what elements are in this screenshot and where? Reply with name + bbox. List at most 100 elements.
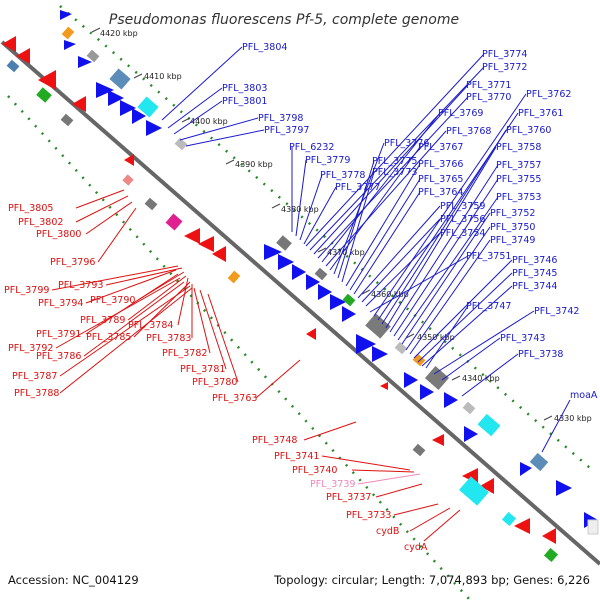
gene-label[interactable]: PFL_3764 xyxy=(418,187,463,198)
gene-arrow xyxy=(64,40,76,50)
gene-label[interactable]: PFL_3740 xyxy=(292,465,337,476)
gene-label[interactable]: PFL_3763 xyxy=(212,393,257,404)
kbp-tick-label: 4390 kbp xyxy=(235,160,273,169)
gene-label[interactable]: PFL_3790 xyxy=(90,295,135,306)
gene-label[interactable]: PFL_3777 xyxy=(335,182,380,193)
gene-label[interactable]: PFL_3750 xyxy=(490,222,535,233)
gene-label[interactable]: PFL_3759 xyxy=(440,201,485,212)
gene-label[interactable]: PFL_3786 xyxy=(36,351,81,362)
gene-label[interactable]: PFL_3783 xyxy=(146,333,191,344)
gene-label[interactable]: PFL_3792 xyxy=(8,343,53,354)
gene-label[interactable]: PFL_3788 xyxy=(14,388,59,399)
gene-label-highlighted[interactable]: PFL_3739 xyxy=(310,479,355,490)
gene-label[interactable]: PFL_3802 xyxy=(18,217,63,228)
gene-label[interactable]: PFL_3779 xyxy=(305,155,350,166)
gene-label[interactable]: PFL_3742 xyxy=(534,306,579,317)
feature-block xyxy=(459,476,489,506)
gene-label[interactable]: PFL_3767 xyxy=(418,142,463,153)
gene-label[interactable]: PFL_3754 xyxy=(440,228,485,239)
accession-text: Accession: NC_004129 xyxy=(8,573,139,587)
gene-label[interactable]: PFL_3770 xyxy=(466,92,511,103)
gene-label[interactable]: PFL_3768 xyxy=(446,126,491,137)
feature-block xyxy=(122,174,134,186)
highlight-callout xyxy=(357,473,421,485)
gene-label[interactable]: PFL_3798 xyxy=(258,113,303,124)
gene-label[interactable]: PFL_3780 xyxy=(192,377,237,388)
gene-arrow xyxy=(96,82,114,98)
gene-label[interactable]: PFL_3803 xyxy=(222,83,267,94)
gene-label[interactable]: PFL_3791 xyxy=(36,329,81,340)
feature-block xyxy=(165,213,183,231)
gene-label[interactable]: PFL_3752 xyxy=(490,208,535,219)
gene-label[interactable]: PFL_3758 xyxy=(496,142,541,153)
gene-label[interactable]: moaA xyxy=(570,390,598,401)
gene-label[interactable]: PFL_3805 xyxy=(8,203,53,214)
gene-label[interactable]: PFL_3746 xyxy=(512,255,557,266)
gene-label[interactable]: PFL_3753 xyxy=(496,192,541,203)
feature-block xyxy=(424,366,450,390)
gene-label[interactable]: PFL_3794 xyxy=(38,298,83,309)
gene-label[interactable]: PFL_3762 xyxy=(526,89,571,100)
gene-label[interactable]: PFL_3787 xyxy=(12,371,57,382)
feature-block xyxy=(137,96,159,118)
feature-block xyxy=(109,68,131,90)
gene-label[interactable]: PFL_3774 xyxy=(482,49,527,60)
gene-label[interactable]: PFL_3800 xyxy=(36,229,81,240)
gene-label[interactable]: PFL_3756 xyxy=(440,214,485,225)
gene-label[interactable]: PFL_3738 xyxy=(518,349,563,360)
kbp-tick-label: 4330 kbp xyxy=(554,414,592,423)
kbp-tick-label: 4360 kbp xyxy=(371,290,409,299)
gene-label[interactable]: PFL_3744 xyxy=(512,281,557,292)
gene-arrow xyxy=(108,90,124,106)
gene-label[interactable]: cydB xyxy=(376,526,399,537)
gene-arrow xyxy=(330,294,346,310)
gene-label[interactable]: PFL_3755 xyxy=(496,174,541,185)
gene-arrow xyxy=(480,478,494,494)
gene-label[interactable]: PFL_3793 xyxy=(58,280,103,291)
gene-label[interactable]: PFL_3741 xyxy=(274,451,319,462)
feature-block xyxy=(60,113,74,127)
gene-label[interactable]: PFL_3784 xyxy=(128,320,173,331)
gene-label[interactable]: PFL_3749 xyxy=(490,235,535,246)
feature-block xyxy=(6,59,20,73)
gene-label[interactable]: PFL_3804 xyxy=(242,42,287,53)
gene-label[interactable]: PFL_3760 xyxy=(506,125,551,136)
gene-arrow xyxy=(556,480,572,496)
gene-label[interactable]: PFL_3745 xyxy=(512,268,557,279)
gene-label[interactable]: PFL_3799 xyxy=(4,285,49,296)
gene-label[interactable]: PFL_3765 xyxy=(418,174,463,185)
gene-label[interactable]: PFL_3775 xyxy=(372,156,417,167)
gene-label[interactable]: PFL_3748 xyxy=(252,435,297,446)
kbp-tick-label: 4350 kbp xyxy=(417,333,455,342)
gene-label[interactable]: PFL_3766 xyxy=(418,159,463,170)
gene-label[interactable]: PFL_3796 xyxy=(50,257,95,268)
gene-arrow xyxy=(404,372,418,388)
gene-label[interactable]: PFL_3743 xyxy=(500,333,545,344)
gene-label[interactable]: PFL_3773 xyxy=(372,167,417,178)
feature-block xyxy=(365,313,391,339)
gene-label[interactable]: PFL_3757 xyxy=(496,160,541,171)
gene-label[interactable]: PFL_3761 xyxy=(518,108,563,119)
gene-label[interactable]: PFL_3801 xyxy=(222,96,267,107)
gene-label[interactable]: PFL_3797 xyxy=(264,125,309,136)
feature-block xyxy=(144,197,158,211)
feature-block xyxy=(543,547,559,563)
gene-label[interactable]: PFL_3751 xyxy=(466,251,511,262)
gene-label[interactable]: PFL_3776 xyxy=(384,138,429,149)
gene-label[interactable]: PFL_3778 xyxy=(320,170,365,181)
gene-label[interactable]: PFL_3789 xyxy=(80,315,125,326)
gene-label[interactable]: PFL_6232 xyxy=(289,142,334,153)
gene-label[interactable]: PFL_3772 xyxy=(482,62,527,73)
gene-label[interactable]: cydA xyxy=(404,542,428,553)
gene-label[interactable]: PFL_3771 xyxy=(466,80,511,91)
gene-label[interactable]: PFL_3785 xyxy=(86,332,131,343)
gene-label[interactable]: PFL_3747 xyxy=(466,301,511,312)
feature-block xyxy=(477,413,501,437)
gene-label[interactable]: PFL_3769 xyxy=(438,108,483,119)
feature-block xyxy=(314,267,328,281)
gene-label[interactable]: PFL_3781 xyxy=(180,364,225,375)
gene-label[interactable]: PFL_3782 xyxy=(162,348,207,359)
gene-label[interactable]: PFL_3737 xyxy=(326,492,371,503)
gene-arrow xyxy=(184,228,200,244)
gene-label[interactable]: PFL_3733 xyxy=(346,510,391,521)
